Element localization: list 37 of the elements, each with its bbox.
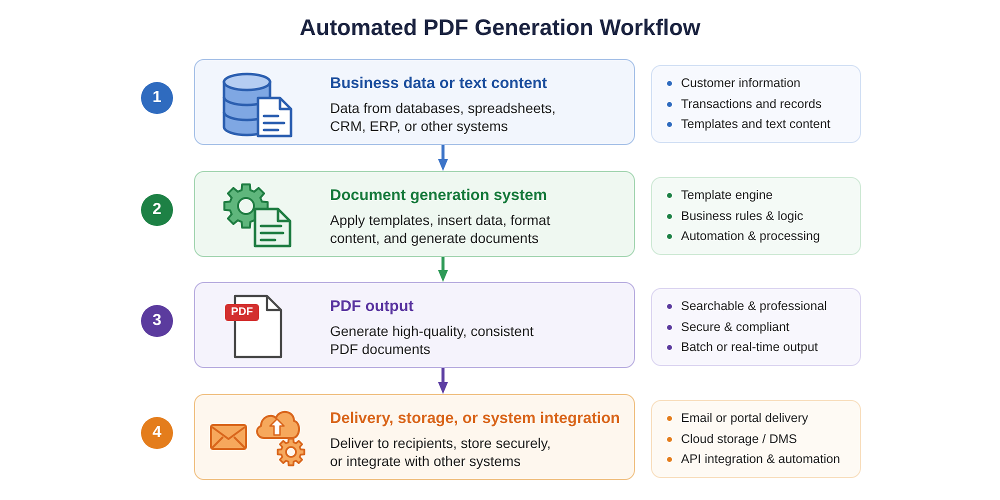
- list-item-text: Automation & processing: [681, 228, 820, 246]
- list-item-text: API integration & automation: [681, 451, 840, 468]
- list-item-text: Template engine: [681, 187, 773, 204]
- list-item-text: Searchable & professional: [681, 298, 827, 316]
- info-panel: [651, 400, 861, 478]
- list-item-text: Customer information: [681, 75, 800, 92]
- arrow: [438, 145, 448, 171]
- step-description: Deliver to recipients, store securely, or integrate with other systems: [330, 434, 552, 470]
- diagram-title: Automated PDF Generation Workflow: [300, 14, 700, 42]
- list-item-text: Secure & compliant: [681, 318, 790, 336]
- step-number: 1: [141, 82, 173, 114]
- list-item-text: Cloud storage / DMS: [681, 430, 798, 448]
- step-description: Data from databases, spreadsheets, CRM, ERP, or other systems: [330, 99, 557, 135]
- step-card: [194, 59, 635, 145]
- step-number: 2: [141, 194, 173, 226]
- arrow: [438, 257, 448, 282]
- file-type-tag: PDF: [225, 304, 259, 321]
- step-description: Apply templates, insert data, format content, and generate documents: [330, 211, 552, 247]
- info-panel: [651, 65, 861, 143]
- step-number: 3: [141, 305, 173, 337]
- step-card: [194, 171, 635, 257]
- step-heading: PDF output: [330, 297, 415, 317]
- arrow: [438, 368, 448, 394]
- step-heading: Document generation system: [330, 186, 548, 206]
- info-panel: [651, 288, 861, 366]
- info-panel: [651, 177, 861, 255]
- step-heading: Business data or text content: [330, 74, 548, 94]
- step-card: [194, 394, 635, 480]
- step-card: [194, 282, 635, 368]
- list-item-text: Templates and text content: [681, 116, 830, 134]
- step-description: Generate high-quality, consistent PDF documents: [330, 322, 535, 358]
- list-item-text: Batch or real-time output: [681, 339, 818, 356]
- step-heading: Delivery, storage, or system integration: [330, 409, 622, 429]
- list-item-text: Transactions and records: [681, 96, 822, 113]
- list-item-text: Email or portal delivery: [681, 410, 808, 428]
- list-item-text: Business rules & logic: [681, 208, 804, 225]
- step-number: 4: [141, 417, 173, 449]
